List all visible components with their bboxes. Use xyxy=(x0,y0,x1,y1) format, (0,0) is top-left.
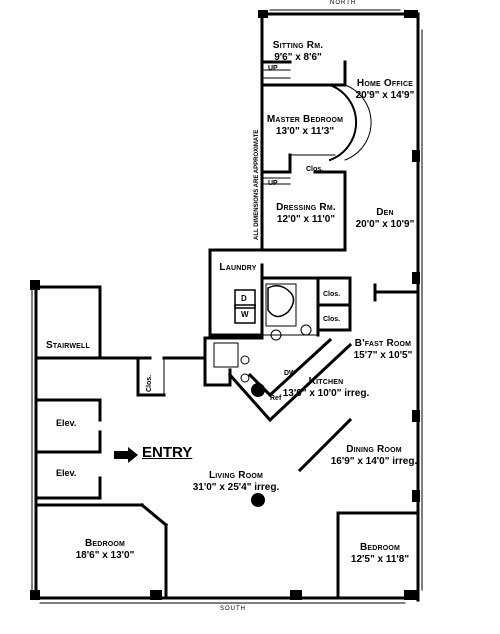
room-laundry: Laundry xyxy=(219,262,257,273)
room-living: Living Room 31'0" x 25'4" irreg. xyxy=(192,470,280,493)
room-bfast: B'fast Room 15'7" x 10'5" xyxy=(353,338,413,361)
room-stairwell: Stairwell xyxy=(46,340,90,351)
north-label: NORTH xyxy=(330,0,357,6)
room-dining: Dining Room 16'9" x 14'0" irreg. xyxy=(330,444,418,467)
label-clos-2: Clos. xyxy=(323,316,341,323)
label-dw: DW xyxy=(284,370,296,377)
entry-label: ENTRY xyxy=(142,444,193,461)
label-ref: Ref xyxy=(270,395,282,402)
room-bedroom-se: Bedroom 12'5" x 11'8" xyxy=(350,542,410,565)
room-master-bedroom: Master Bedroom 13'0" x 11'3" xyxy=(266,114,344,137)
label-washer: W xyxy=(241,310,249,319)
room-kitchen: Kitchen 13'0" x 10'0" irreg. xyxy=(282,376,370,399)
label-up-1: UP xyxy=(268,65,278,72)
room-den: Den 20'0" x 10'9" xyxy=(355,207,415,230)
label-elev-1: Elev. xyxy=(56,418,77,428)
label-up-2: UP xyxy=(268,180,278,187)
south-label: SOUTH xyxy=(220,606,246,612)
room-bedroom-sw: Bedroom 18'6" x 13'0" xyxy=(75,538,135,561)
room-sitting: Sitting Rm. 9'6" x 8'6" xyxy=(272,40,324,63)
label-clos-1: Clos. xyxy=(323,291,341,298)
label-clos-master: Clos. xyxy=(306,166,324,173)
room-home-office: Home Office 20'9" x 14'9" xyxy=(355,78,415,101)
dimensions-note: ALL DIMENSIONS ARE APPROXIMATE xyxy=(254,129,260,240)
label-elev-2: Elev. xyxy=(56,468,77,478)
label-dryer: D xyxy=(241,294,247,303)
label-clos-entry: Clos. xyxy=(146,374,153,392)
room-dressing: Dressing Rm. 12'0" x 11'0" xyxy=(276,202,336,225)
